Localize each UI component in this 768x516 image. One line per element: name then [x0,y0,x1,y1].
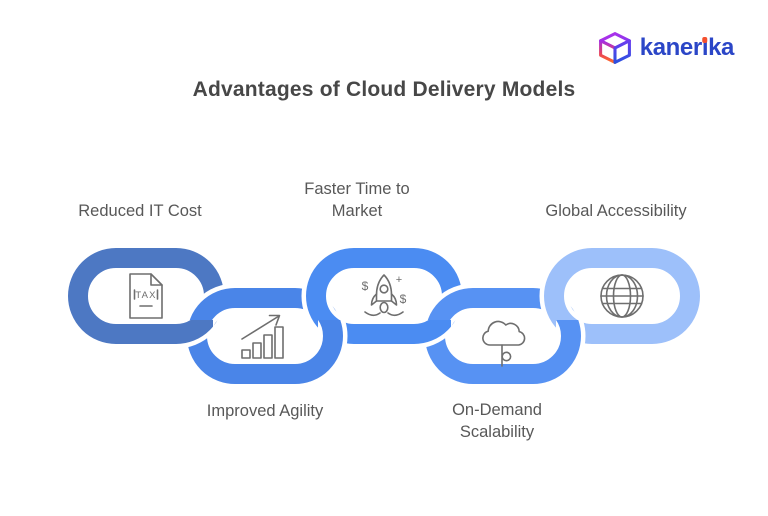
svg-text:+: + [396,274,402,286]
globe-icon [600,274,644,318]
tax-document-icon: TAX [129,273,163,319]
brand-logo: kanerıka [597,30,734,66]
brand-name: kanerıka [639,34,735,61]
page-title: Advantages of Cloud Delivery Models [192,78,576,101]
chain-link-global-accessibility [539,243,705,349]
chain-label-reduced-it-cost: Reduced IT Cost [78,202,202,221]
chain-label-global-accessibility: Global Accessibility [545,202,687,221]
svg-text:$: $ [400,292,407,306]
chain-label-improved-agility: Improved Agility [206,402,324,421]
rocket-dollar-icon: $ $ + [362,274,407,317]
svg-text:$: $ [362,279,369,293]
chain-label-on-demand-scalability: On-Demand Scalability [452,401,542,441]
growth-chart-icon [241,314,284,359]
brand-i-dot: ı [701,34,709,61]
cloud-on-demand-icon [482,320,526,367]
svg-text:TAX: TAX [135,290,156,301]
kanerika-logo-icon [598,32,631,64]
chain-label-faster-time-to-market: Faster Time to Market [304,180,410,220]
